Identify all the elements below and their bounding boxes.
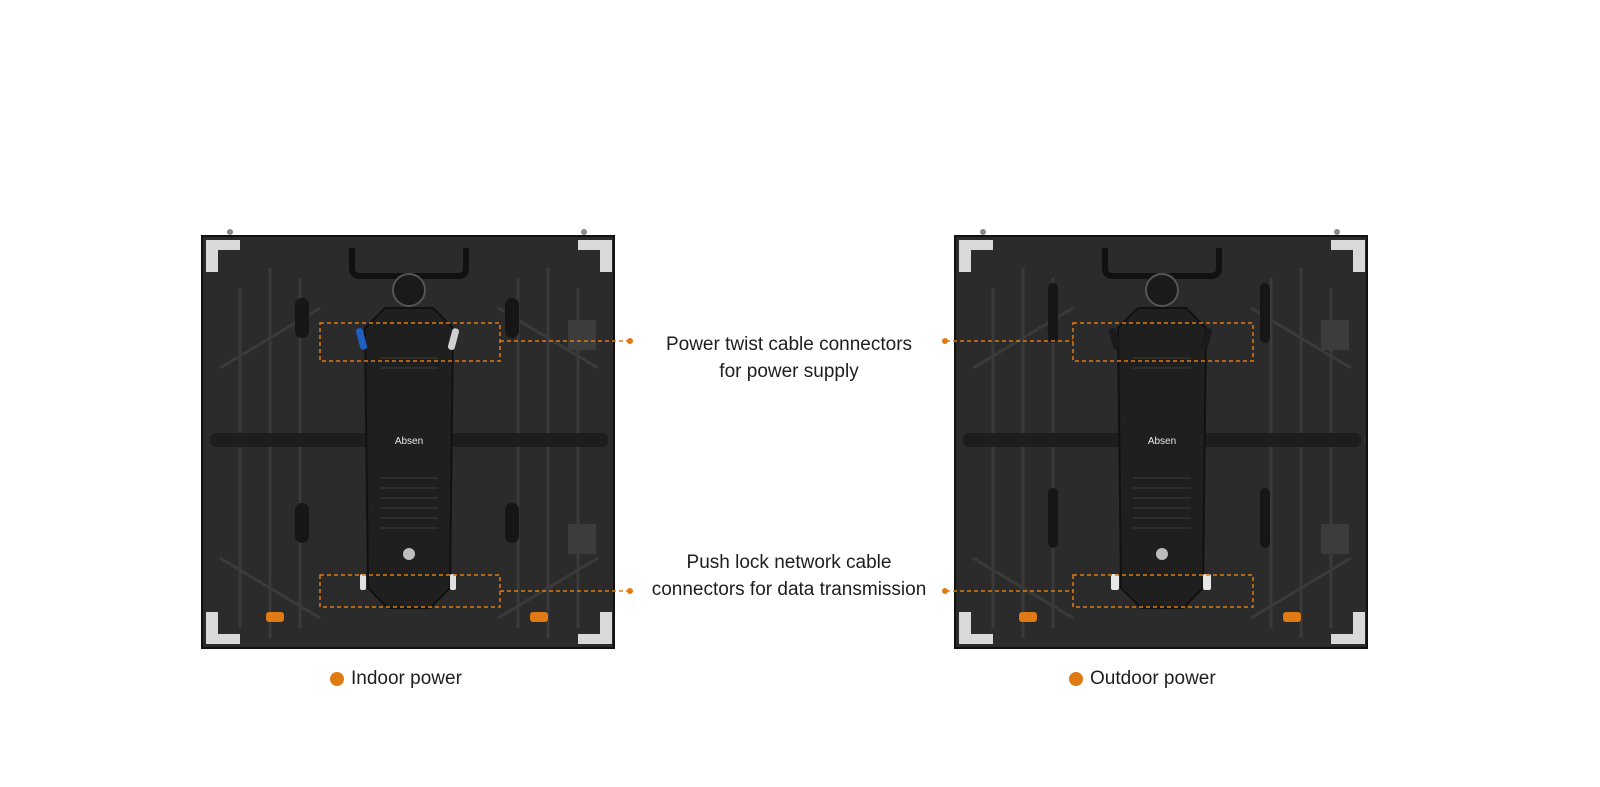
brand-logo: Absen xyxy=(1148,436,1176,447)
power-connector-highlight xyxy=(319,322,501,362)
network-connector-callout: Push lock network cable connectors for d… xyxy=(629,549,949,603)
power-connector-callout: Power twist cable connectors for power s… xyxy=(629,331,949,385)
outdoor-cabinet-illustration: Absen xyxy=(954,229,1368,649)
brand-logo: Absen xyxy=(395,436,423,447)
outdoor-led-cabinet: Absen xyxy=(953,228,1371,652)
network-callout-line2: connectors for data transmission xyxy=(651,579,927,600)
outdoor-power-label: Outdoor power xyxy=(1090,668,1216,689)
indoor-led-cabinet: Absen xyxy=(200,228,618,652)
power-callout-line1: Power twist cable connectors xyxy=(665,334,913,355)
power-connector-highlight xyxy=(1072,322,1254,362)
outdoor-power-caption: Outdoor power xyxy=(1069,668,1216,690)
bullet-dot-icon xyxy=(1069,672,1083,686)
indoor-cabinet-illustration: Absen xyxy=(201,229,615,649)
power-callout-line2: for power supply xyxy=(719,361,859,382)
indoor-power-label: Indoor power xyxy=(351,668,462,689)
bullet-dot-icon xyxy=(330,672,344,686)
indoor-power-caption: Indoor power xyxy=(330,668,462,690)
network-connector-highlight xyxy=(1072,574,1254,608)
network-callout-line1: Push lock network cable xyxy=(686,552,892,573)
